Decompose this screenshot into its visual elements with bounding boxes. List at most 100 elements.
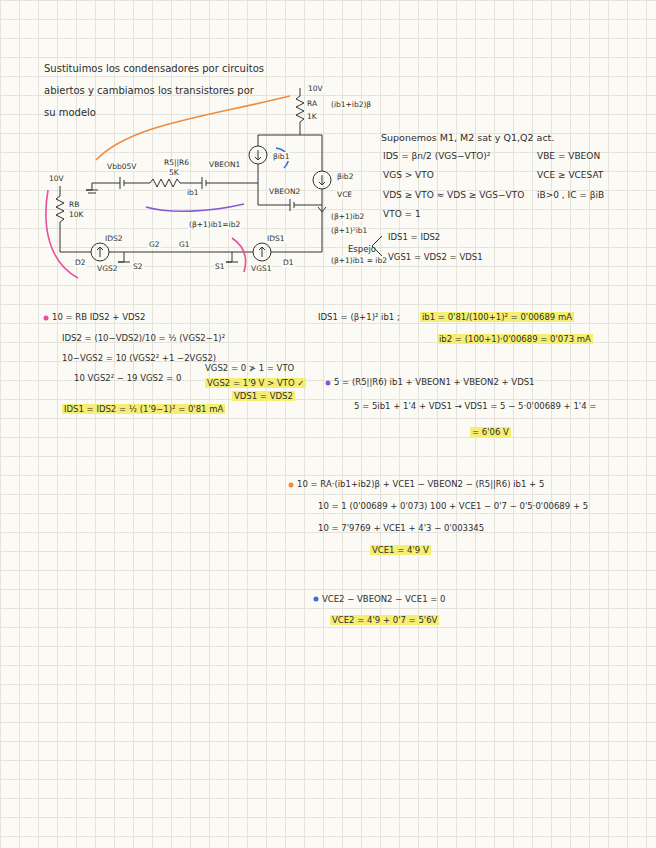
- ground-symbol: [86, 183, 98, 190]
- circuit-label: RA: [306, 99, 318, 108]
- circuit-label: RB: [68, 200, 80, 209]
- circuit-label: 10V: [48, 174, 65, 183]
- circuit-label: ib1: [186, 188, 200, 197]
- circuit-label: VBEON1: [208, 160, 241, 169]
- equation-text: ib2 = (100+1)·0'00689 = 0'073 mA: [437, 334, 593, 344]
- circuit-label: 1K: [306, 112, 318, 121]
- circuit-label: VGS2: [96, 264, 118, 273]
- circuit-label: βib1: [272, 152, 290, 161]
- circuit-label: G1: [178, 240, 191, 249]
- circuit-label: IDS2: [104, 234, 124, 243]
- battery-symbol: [120, 177, 121, 189]
- arrow: [100, 247, 101, 257]
- equation-text: IDS1 = IDS2 = ½ (1'9−1)² = 0'81 mA: [62, 404, 225, 414]
- wire: [294, 205, 322, 206]
- circuit-label: 10K: [68, 210, 84, 219]
- circuit-label: D2: [74, 258, 87, 267]
- arrow: [258, 150, 259, 160]
- equation-text: 10 = RA·(ib1+ib2)β + VCE1 − VBEON2 − (R5…: [297, 479, 544, 489]
- equation-text: VDS1 = VDS2: [232, 391, 295, 401]
- arrow: [255, 157, 261, 160]
- equation-text: VGS2 = 1'9 V > VTO ✓: [205, 378, 306, 388]
- loop-mark: [232, 238, 246, 272]
- equation-text: IDS2 = (10−VDS2)/10 = ½ (VGS2−1)²: [62, 333, 225, 343]
- circuit-label: VCE: [336, 190, 353, 199]
- equation-text: VGS1 = VDS2 = VDS1: [388, 252, 483, 262]
- bullet-dot: [44, 316, 49, 321]
- current-source: [249, 146, 267, 164]
- equation-text: = 6'06 V: [470, 427, 511, 437]
- equation-text: VBE = VBEON: [537, 151, 600, 162]
- current-source: [313, 171, 331, 189]
- resistor-symbol: [56, 186, 91, 252]
- battery-symbol: [290, 199, 291, 211]
- circuit-label: D1: [282, 258, 295, 267]
- circuit-label: VBEON2: [268, 187, 301, 196]
- loop-mark: [96, 96, 290, 160]
- equation-text: ib1 = 0'81/(100+1)² = 0'00689 mA: [420, 312, 574, 322]
- equation-text: 10 = RB IDS2 + VDS2: [52, 312, 145, 322]
- equation-text: IDS = βn/2 (VGS−VTO)²: [383, 151, 490, 162]
- circuit-label: 5K: [168, 168, 180, 177]
- equation-text: IDS1 = IDS2: [388, 232, 440, 242]
- circuit-label: 10V: [307, 84, 324, 93]
- wire: [92, 183, 120, 184]
- circuit-label: VGS1: [250, 264, 272, 273]
- circuit-label: βib2: [336, 172, 354, 181]
- equation-text: VTO = 1: [383, 209, 421, 220]
- resistor-symbol: [296, 88, 304, 135]
- equation-text: VDS ≥ VTO ≈ VDS ≥ VGS−VTO: [383, 190, 524, 201]
- equation-text: Espejo: [348, 244, 376, 254]
- wire: [258, 135, 322, 136]
- wire: [258, 135, 259, 146]
- current-source: [253, 243, 271, 261]
- circuit-label: S2: [132, 262, 144, 271]
- circuit-label: R5||R6: [163, 158, 190, 167]
- equation-text: VGS2 = 0 ≯ 1 = VTO: [205, 363, 294, 373]
- equation-text: 10 = 7'9769 + VCE1 + 4'3 − 0'003345: [318, 523, 484, 533]
- wire: [109, 252, 253, 253]
- wire: [322, 189, 323, 252]
- bullet-dot: [289, 483, 294, 488]
- arrow: [262, 247, 263, 257]
- equation-text: VCE2 − VBEON2 − VCE1 = 0: [322, 594, 446, 604]
- circuit-label: (β+1)ib1=ib2: [188, 220, 241, 229]
- circuit-label: (β+1)ib1 = ib2: [330, 256, 388, 265]
- bullet-dot: [326, 381, 331, 386]
- equation-text: Suponemos M1, M2 sat y Q1,Q2 act.: [381, 132, 554, 143]
- equation-text: VCE1 = 4'9 V: [370, 545, 431, 555]
- circuit-label: (β+1)²ib1: [330, 226, 368, 235]
- wire: [271, 252, 322, 253]
- circuit-label: (ib1+ib2)β: [330, 100, 372, 109]
- ground-symbol: [88, 193, 96, 194]
- arrow: [319, 182, 325, 185]
- note-paragraph: Sustituimos los condensadores por circui…: [44, 58, 266, 124]
- arrow: [259, 247, 265, 250]
- ground-symbol: [226, 252, 238, 262]
- resistor-symbol: [124, 179, 202, 187]
- equation-text: 10 = 1 (0'00689 + 0'073) 100 + VCE1 − 0'…: [318, 501, 588, 511]
- loop-mark: [146, 204, 244, 211]
- circuit-label: Vbb05V: [106, 162, 137, 171]
- equation-text: 10 VGS2² − 19 VGS2 = 0: [74, 373, 181, 383]
- equation-text: 5 = (R5||R6) ib1 + VBEON1 + VBEON2 + VDS…: [334, 377, 534, 387]
- circuit-label: S1: [214, 262, 226, 271]
- equation-text: 10−VGS2 = 10 (VGS2² +1 −2VGS2): [62, 353, 216, 363]
- wire: [322, 135, 323, 171]
- circuit-label: IDS1: [266, 234, 286, 243]
- equation-text: VCE ≥ VCESAT: [537, 170, 603, 181]
- equation-text: iB>0 , IC = βiB: [537, 190, 604, 201]
- equation-text: IDS1 = (β+1)² ib1 ;: [318, 312, 400, 322]
- circuit-label: G2: [148, 240, 161, 249]
- equation-text: 5 = 5ib1 + 1'4 + VDS1 → VDS1 = 5 − 5·0'0…: [354, 401, 596, 411]
- equation-text: VGS > VTO: [383, 170, 434, 181]
- arrow: [322, 175, 323, 185]
- bullet-dot: [314, 597, 319, 602]
- current-source: [91, 243, 109, 261]
- battery-symbol: [202, 177, 203, 189]
- equation-text: VCE2 = 4'9 + 0'7 = 5'6V: [330, 615, 439, 625]
- ground-symbol: [118, 252, 130, 262]
- circuit-label: (β+1)ib2: [330, 212, 365, 221]
- arrow: [318, 207, 326, 212]
